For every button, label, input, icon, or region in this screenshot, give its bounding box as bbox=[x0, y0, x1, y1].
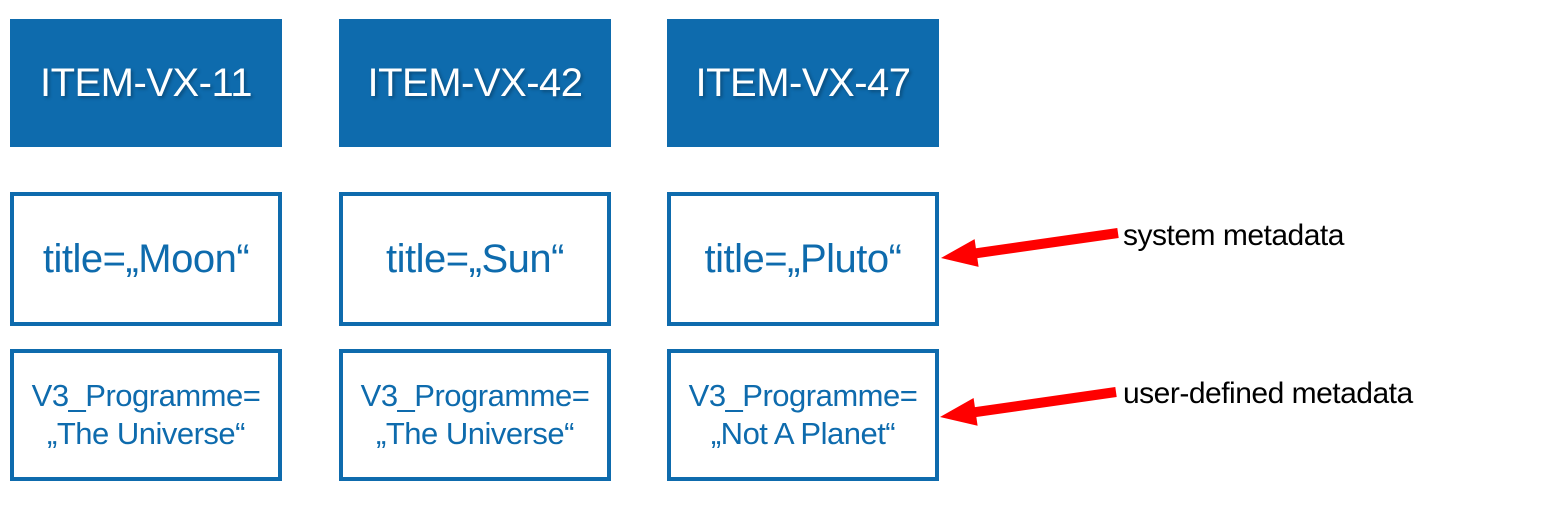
user-metadata-key: V3_Programme= bbox=[688, 378, 918, 413]
system-metadata-box: title=„Moon“ bbox=[10, 192, 282, 326]
system-metadata-value: title=„Pluto“ bbox=[704, 236, 902, 281]
annotation-label: system metadata bbox=[1123, 219, 1344, 252]
item-header: ITEM-VX-11 bbox=[10, 19, 282, 147]
user-metadata-box: V3_Programme= „Not A Planet“ bbox=[667, 349, 939, 481]
annotation-system-metadata: system metadata bbox=[1123, 216, 1344, 256]
item-header-label: ITEM-VX-11 bbox=[39, 60, 253, 105]
item-column-1: ITEM-VX-11 title=„Moon“ V3_Programme= „T… bbox=[10, 0, 282, 528]
user-metadata-key: V3_Programme= bbox=[31, 378, 261, 413]
user-metadata-arrow-icon bbox=[940, 387, 1117, 426]
item-header-label: ITEM-VX-42 bbox=[367, 60, 583, 105]
system-metadata-value: title=„Moon“ bbox=[42, 236, 250, 281]
item-column-2: ITEM-VX-42 title=„Sun“ V3_Programme= „Th… bbox=[339, 0, 611, 528]
item-header: ITEM-VX-42 bbox=[339, 19, 611, 147]
user-metadata-value: „The Universe“ bbox=[47, 416, 246, 451]
item-header: ITEM-VX-47 bbox=[667, 19, 939, 147]
user-metadata-value: „The Universe“ bbox=[376, 416, 575, 451]
user-metadata-box: V3_Programme= „The Universe“ bbox=[339, 349, 611, 481]
annotation-label: user-defined metadata bbox=[1123, 377, 1413, 410]
system-metadata-arrow-icon bbox=[941, 228, 1119, 267]
user-metadata-box: V3_Programme= „The Universe“ bbox=[10, 349, 282, 481]
system-metadata-box: title=„Pluto“ bbox=[667, 192, 939, 326]
system-metadata-box: title=„Sun“ bbox=[339, 192, 611, 326]
user-metadata-value: „Not A Planet“ bbox=[710, 416, 896, 451]
item-column-3: ITEM-VX-47 title=„Pluto“ V3_Programme= „… bbox=[667, 0, 939, 528]
user-metadata-key: V3_Programme= bbox=[360, 378, 590, 413]
item-header-label: ITEM-VX-47 bbox=[695, 60, 911, 105]
system-metadata-value: title=„Sun“ bbox=[386, 236, 564, 281]
annotation-user-defined-metadata: user-defined metadata bbox=[1123, 374, 1413, 414]
